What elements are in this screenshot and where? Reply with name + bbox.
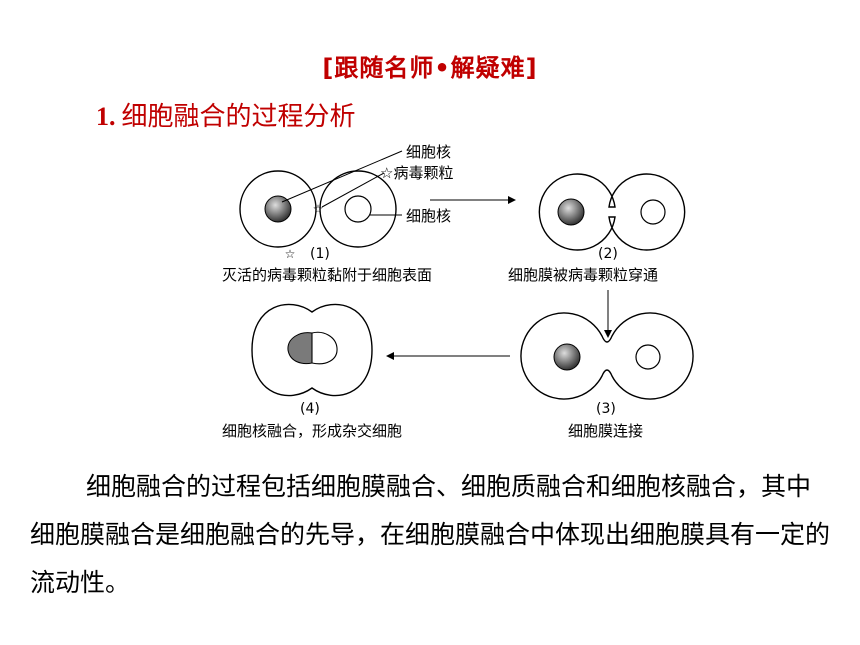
arrow-3-to-4-head <box>386 352 394 360</box>
step4-nucleus-right-half <box>311 331 338 365</box>
step3-caption: 细胞膜连接 <box>568 422 643 440</box>
step1-cell-right <box>319 170 397 248</box>
label-virus: ☆病毒颗粒 <box>380 164 453 182</box>
step1-nucleus-right <box>344 195 372 223</box>
step4-fused-cell <box>251 303 373 397</box>
step2-membrane <box>538 173 686 251</box>
explanation-paragraph: 细胞融合的过程包括细胞膜融合、细胞质融合和细胞核融合，其中细胞膜融合是细胞融合的… <box>30 463 830 607</box>
step3-nucleus-left <box>553 343 581 371</box>
step2-nucleus-right <box>640 199 666 225</box>
label-nucleus-top: 细胞核 <box>406 143 451 161</box>
leader-nucleus-top <box>281 150 403 203</box>
step4-caption: 细胞核融合，形成杂交细胞 <box>222 422 402 440</box>
step4-nucleus-left-half <box>287 332 313 365</box>
step3-number: (3) <box>596 401 616 417</box>
label-nucleus-mid: 细胞核 <box>406 207 451 225</box>
step1-caption: 灭活的病毒颗粒黏附于细胞表面 <box>222 266 432 284</box>
step2-nucleus-left <box>557 198 585 226</box>
step2-number: (2) <box>598 246 618 262</box>
step4-number: (4) <box>300 401 320 417</box>
virus-mark-bottom: ☆ <box>285 247 296 261</box>
step2-caption: 细胞膜被病毒颗粒穿通 <box>508 266 658 284</box>
step3-membrane <box>520 312 694 400</box>
virus-mark-junction: ☆ <box>313 202 324 216</box>
arrow-1-to-2-head <box>508 196 516 204</box>
step1-nucleus-left <box>264 195 292 223</box>
leader-virus <box>321 172 385 208</box>
step1-cells: ☆ ☆ <box>239 150 403 261</box>
step1-number: (1) <box>310 246 330 262</box>
subsection-number: 1. <box>96 102 116 131</box>
step1-cell-left <box>239 170 317 248</box>
subsection-text: 细胞融合的过程分析 <box>121 102 356 132</box>
step3-nucleus-right <box>635 344 661 370</box>
subsection-title: 1.细胞融合的过程分析 <box>96 96 356 133</box>
arrow-2-to-3-head <box>604 330 612 338</box>
section-heading: [跟随名师•解疑难] <box>322 54 538 82</box>
paragraph-text: 细胞融合的过程包括细胞膜融合、细胞质融合和细胞核融合，其中细胞膜融合是细胞融合的… <box>30 472 831 597</box>
